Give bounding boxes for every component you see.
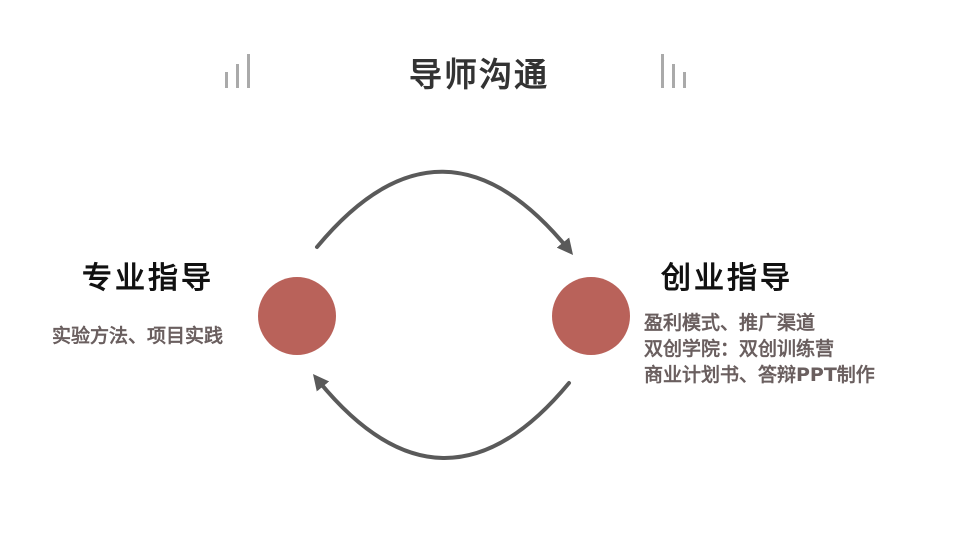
- left-node-description: 实验方法、项目实践: [52, 323, 223, 349]
- bar-chart-decoration-icon: [225, 54, 250, 88]
- right-node-circle: [552, 277, 630, 355]
- left-node-line: 实验方法、项目实践: [52, 325, 224, 347]
- left-node-circle: [258, 277, 336, 355]
- bottom-arrow: [312, 374, 571, 460]
- right-node-line: 商业计划书、答辩PPT制作: [644, 364, 875, 386]
- top-arrow: [315, 169, 574, 255]
- right-node-heading: 创业指导: [661, 261, 793, 296]
- left-node-heading: 专业指导: [82, 261, 214, 296]
- page-title: 导师沟通: [409, 55, 549, 94]
- right-node-line: 盈利模式、推广渠道: [644, 312, 816, 334]
- bar-chart-decoration-icon: [661, 54, 686, 88]
- right-node-description: 盈利模式、推广渠道 双创学院：双创训练营 商业计划书、答辩PPT制作: [644, 310, 875, 388]
- right-node-line: 双创学院：双创训练营: [644, 338, 835, 360]
